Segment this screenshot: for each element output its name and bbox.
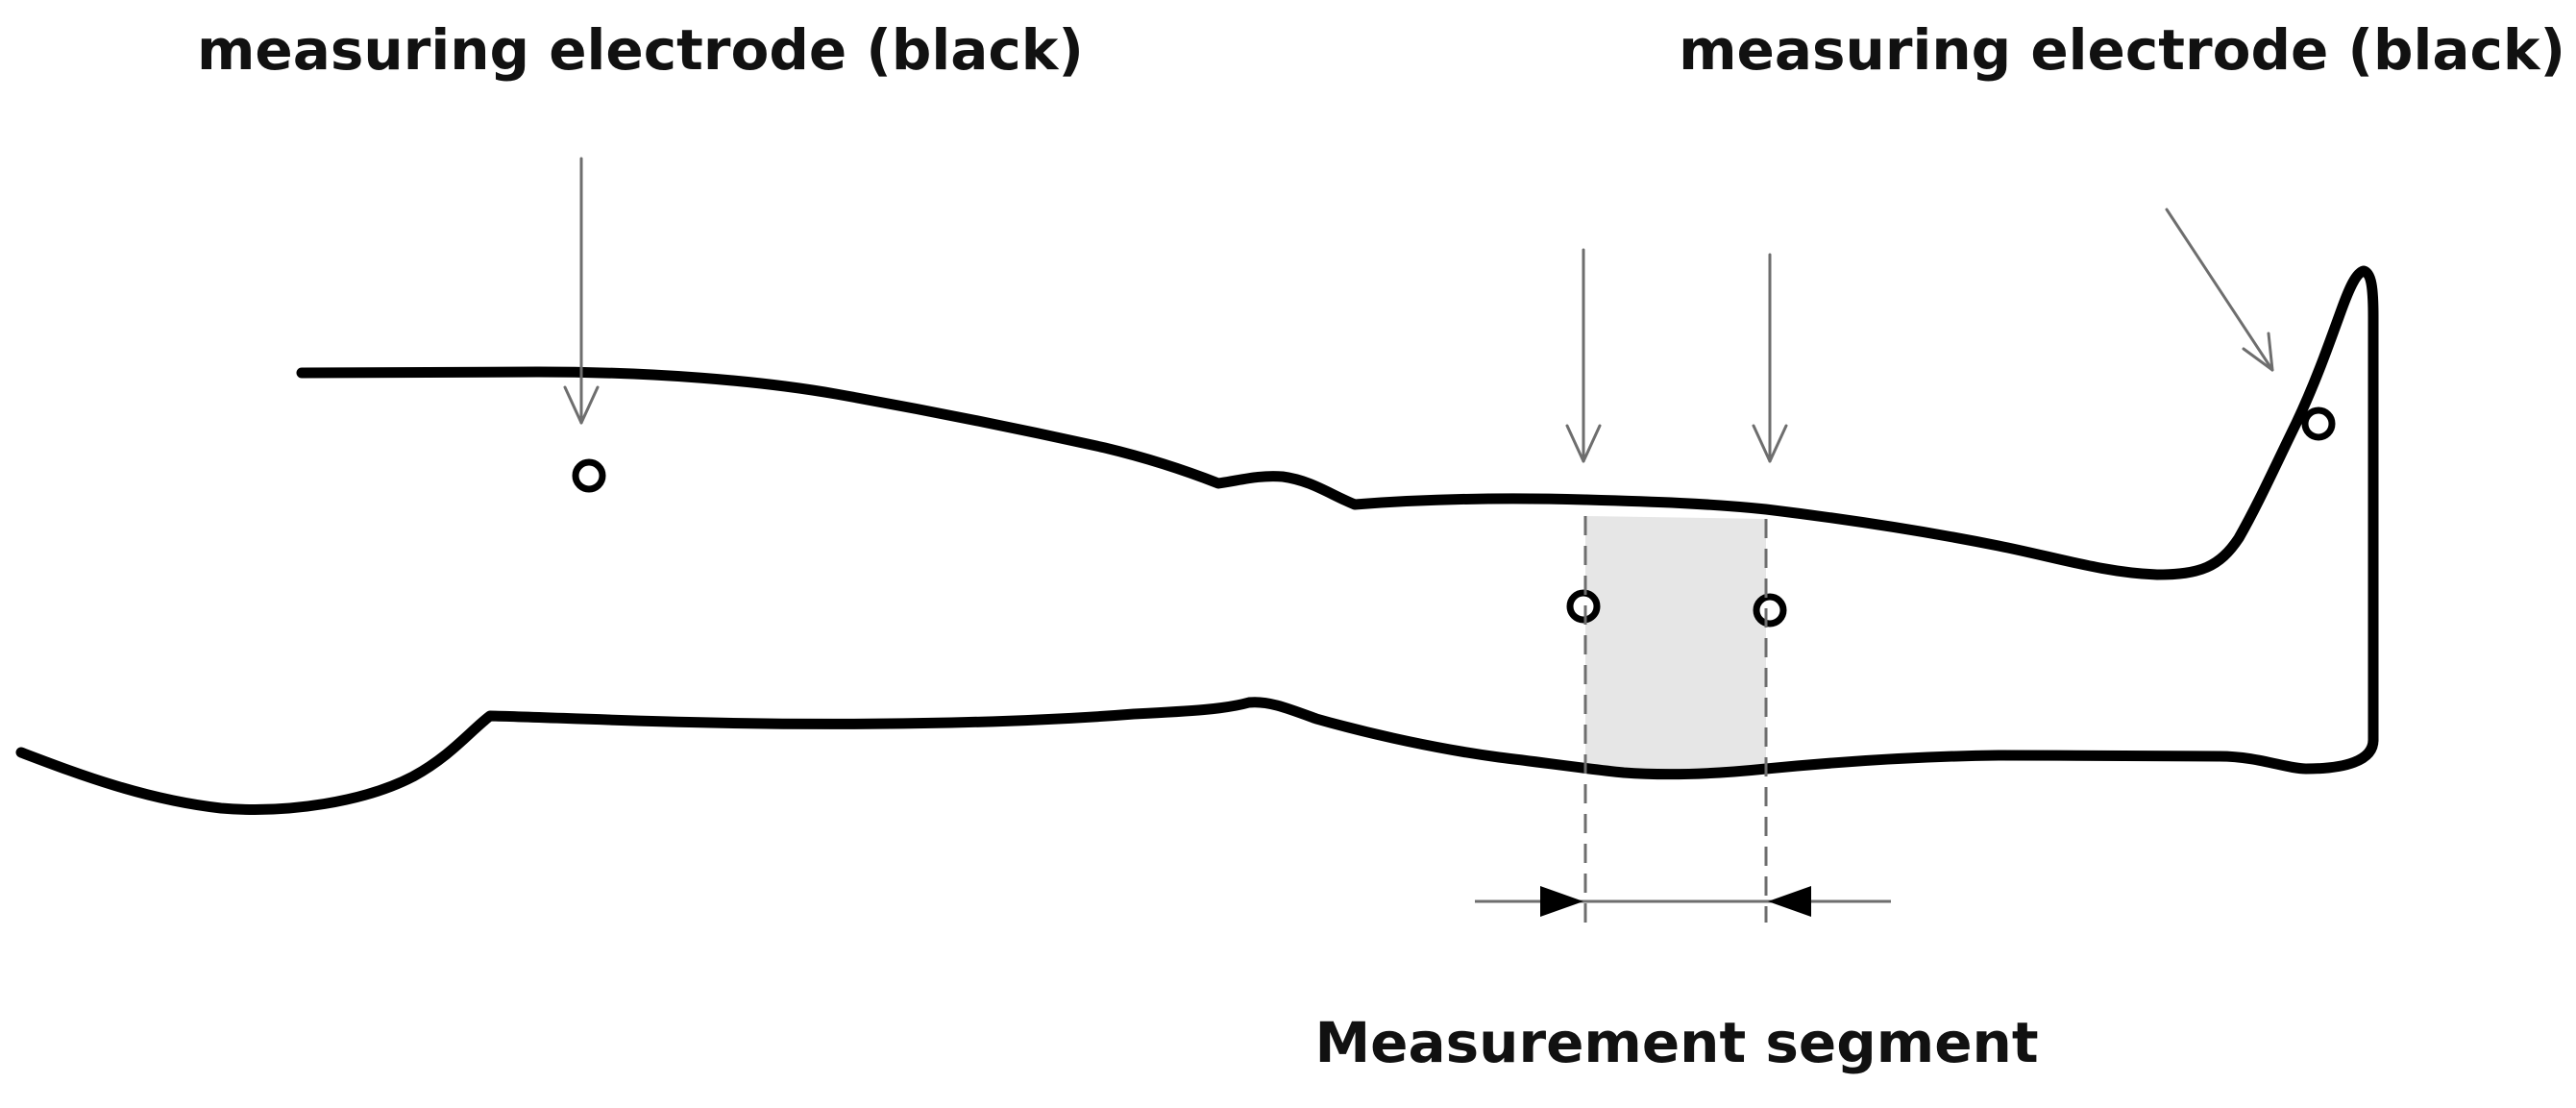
arrow-foot-electrode	[2165, 208, 2274, 372]
electrode-segment-left	[1566, 589, 1601, 624]
leg-upper-outline	[296, 265, 2379, 746]
electrode-thigh	[572, 458, 606, 493]
arrow-thigh-electrode	[563, 157, 600, 425]
arrow-segment-right	[1752, 253, 1788, 463]
measurement-segment-area	[1585, 516, 1766, 774]
electrode-label-right: measuring electrode (black)	[1679, 17, 2565, 83]
electrode-label-left: measuring electrode (black)	[197, 17, 1084, 83]
measurement-segment-label: Measurement segment	[1314, 1010, 2038, 1075]
arrow-segment-left	[1565, 248, 1602, 463]
electrode-foot	[2301, 406, 2336, 441]
dimension-arrowhead-left	[1540, 886, 1583, 917]
segment-dimension	[1475, 886, 1891, 917]
dimension-arrowhead-right	[1768, 886, 1811, 917]
leg-lower-outline	[15, 697, 2379, 815]
electrode-segment-right	[1753, 593, 1787, 628]
